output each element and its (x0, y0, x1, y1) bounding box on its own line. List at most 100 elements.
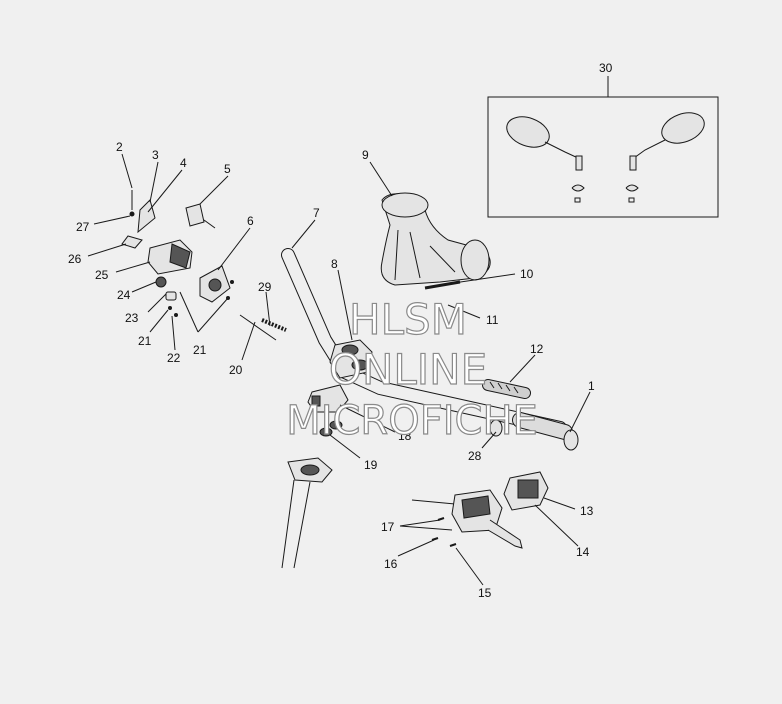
cover-detail-lines (394, 229, 456, 281)
handlebar-collar (489, 419, 503, 437)
leader-23 (147, 293, 167, 313)
left-mirror-stem (544, 141, 579, 159)
label-25: 25 (95, 268, 109, 282)
watermark-line-2: ONLINE (329, 345, 487, 394)
leader-17b (399, 525, 453, 531)
brake-lever-group (411, 471, 549, 549)
label-4: 4 (180, 156, 187, 170)
handlebar-group (281, 248, 579, 451)
right-mirror-stem (633, 139, 666, 159)
leader-8 (337, 269, 353, 341)
leader-27 (93, 215, 131, 225)
handlebar-tube (282, 249, 566, 434)
leader-29 (265, 291, 271, 327)
switch-cable-sleeve (261, 318, 287, 332)
leader-11 (447, 304, 481, 319)
leader-14 (534, 504, 579, 547)
throttle-grip (483, 380, 530, 398)
brake-pivot-bolt (449, 543, 457, 547)
switch-screw-left (168, 306, 172, 310)
brake-line (411, 499, 456, 505)
label-8: 8 (331, 257, 338, 271)
label-21-left: 21 (138, 334, 152, 348)
leader-13 (543, 497, 576, 510)
leader-7 (291, 219, 316, 249)
left-mirror-nut (571, 184, 585, 192)
label-21-right: 21 (193, 343, 207, 357)
label-19: 19 (364, 458, 378, 472)
leader-2 (121, 153, 133, 189)
leader-21a (149, 309, 169, 333)
leader-26 (87, 243, 127, 257)
left-mirror-glass (506, 116, 550, 148)
clamp-group (307, 339, 373, 437)
left-mirror-mount (575, 155, 583, 171)
switch-bracket (137, 199, 156, 234)
leader-17a (399, 519, 441, 527)
label-11: 11 (486, 313, 499, 327)
label-18: 18 (398, 429, 412, 443)
label-27: 27 (76, 220, 90, 234)
switch-clip (121, 235, 143, 249)
mirror-kit-box (487, 96, 719, 218)
leader-lines (87, 153, 591, 586)
switch-screw-right (174, 313, 178, 317)
post-mount-hole (300, 464, 320, 476)
leader-6 (217, 227, 251, 271)
label-17: 17 (381, 520, 395, 534)
switch-button (165, 291, 177, 301)
leader-20 (241, 321, 256, 361)
switch-cover-dial (208, 278, 222, 292)
leader-28 (481, 431, 497, 449)
leader-24 (131, 281, 157, 293)
switch-cable-tie (239, 314, 277, 341)
leader-5 (199, 175, 229, 205)
leader-4 (147, 169, 183, 213)
watermark-line-1: HLSM (349, 295, 467, 344)
label-13: 13 (580, 504, 594, 518)
right-mirror-washer (628, 197, 635, 203)
master-cylinder-reservoir (461, 495, 491, 519)
upper-clamp-bolt-right (351, 359, 369, 371)
label-9: 9 (362, 148, 369, 162)
switch-connector-wire (203, 219, 216, 229)
master-cylinder-clamp-face (517, 479, 539, 499)
clamp-nut-left (329, 420, 343, 430)
label-7: 7 (313, 206, 320, 220)
leader-12 (509, 354, 536, 383)
label-30: 30 (599, 61, 613, 75)
right-mirror-glass (661, 112, 705, 144)
part-labels: 1 2 3 4 5 6 7 8 9 10 11 12 13 14 15 16 1… (68, 61, 613, 600)
leader-22 (171, 315, 176, 351)
leader-18 (339, 404, 396, 433)
handlebar-cover-group (380, 192, 491, 290)
upper-clamp-bolt-left (341, 344, 359, 356)
leader-3 (149, 161, 159, 203)
leader-21b (179, 291, 199, 333)
label-23: 23 (125, 311, 139, 325)
brake-lever (487, 519, 523, 549)
switch-housing-face (169, 243, 191, 269)
label-26: 26 (68, 252, 82, 266)
clamp-nut-right (319, 427, 333, 437)
label-22: 22 (167, 351, 181, 365)
label-12: 12 (530, 342, 544, 356)
label-15: 15 (478, 586, 492, 600)
watermark: HLSM ONLINE MICROFICHE (286, 294, 539, 444)
label-29: 29 (258, 280, 272, 294)
leader-19 (329, 434, 361, 459)
label-16: 16 (384, 557, 398, 571)
leader-1 (569, 391, 591, 433)
cover-right-opening (460, 239, 490, 281)
watermark-line-3: MICROFICHE (286, 398, 538, 444)
label-14: 14 (576, 545, 590, 559)
switch-knob (155, 276, 167, 288)
leader-21c (197, 297, 229, 333)
label-5: 5 (224, 162, 231, 176)
label-28: 28 (468, 449, 482, 463)
label-6: 6 (247, 214, 254, 228)
steering-post (281, 479, 311, 569)
label-3: 3 (152, 148, 159, 162)
